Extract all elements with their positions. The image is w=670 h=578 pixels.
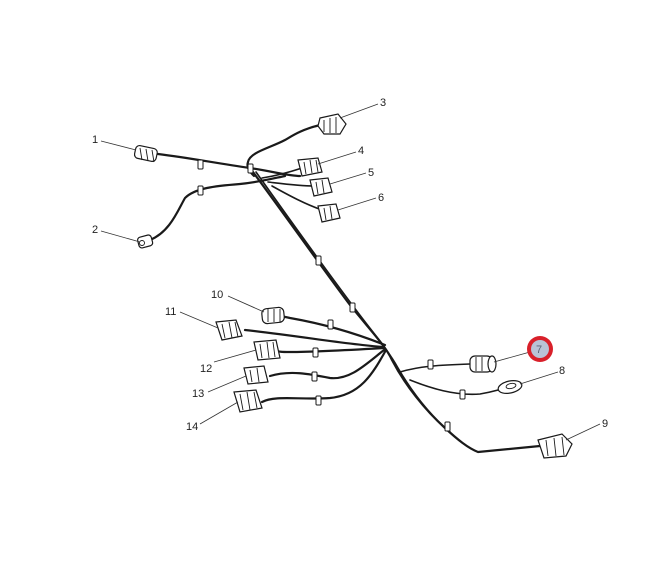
callout-8[interactable]: 8 <box>559 365 565 377</box>
callout-7[interactable]: 7 <box>536 344 542 356</box>
callout-9[interactable]: 9 <box>602 418 608 430</box>
connector-6 <box>317 203 341 223</box>
callout-7-highlight <box>527 336 553 362</box>
callout-labels: 1 2 3 4 5 6 7 8 9 10 11 12 13 14 <box>92 97 608 433</box>
callout-14[interactable]: 14 <box>186 421 198 433</box>
connector-3 <box>317 113 347 135</box>
connectors <box>133 113 573 459</box>
callout-10[interactable]: 10 <box>211 289 223 301</box>
callout-4[interactable]: 4 <box>358 145 364 157</box>
leader-lines <box>100 103 601 441</box>
connector-14 <box>233 389 263 413</box>
connector-9 <box>537 433 573 459</box>
connector-4 <box>297 157 323 177</box>
callout-11[interactable]: 11 <box>165 306 176 318</box>
connector-2 <box>137 234 154 249</box>
connector-5 <box>309 177 333 197</box>
connector-12 <box>253 339 281 361</box>
callout-5[interactable]: 5 <box>368 167 374 179</box>
callout-12[interactable]: 12 <box>200 363 212 375</box>
connector-1 <box>133 144 158 163</box>
connector-13 <box>243 365 269 385</box>
callout-6[interactable]: 6 <box>378 192 384 204</box>
connector-11 <box>215 319 243 341</box>
wire-clips <box>197 159 466 432</box>
callout-2[interactable]: 2 <box>92 224 98 236</box>
harness-wires <box>148 123 542 454</box>
callout-13[interactable]: 13 <box>192 388 204 400</box>
connector-8-ring-terminal <box>497 380 523 394</box>
connector-10 <box>261 306 285 325</box>
callout-3[interactable]: 3 <box>380 97 386 109</box>
callout-1[interactable]: 1 <box>92 134 98 146</box>
connector-7 <box>469 355 497 373</box>
